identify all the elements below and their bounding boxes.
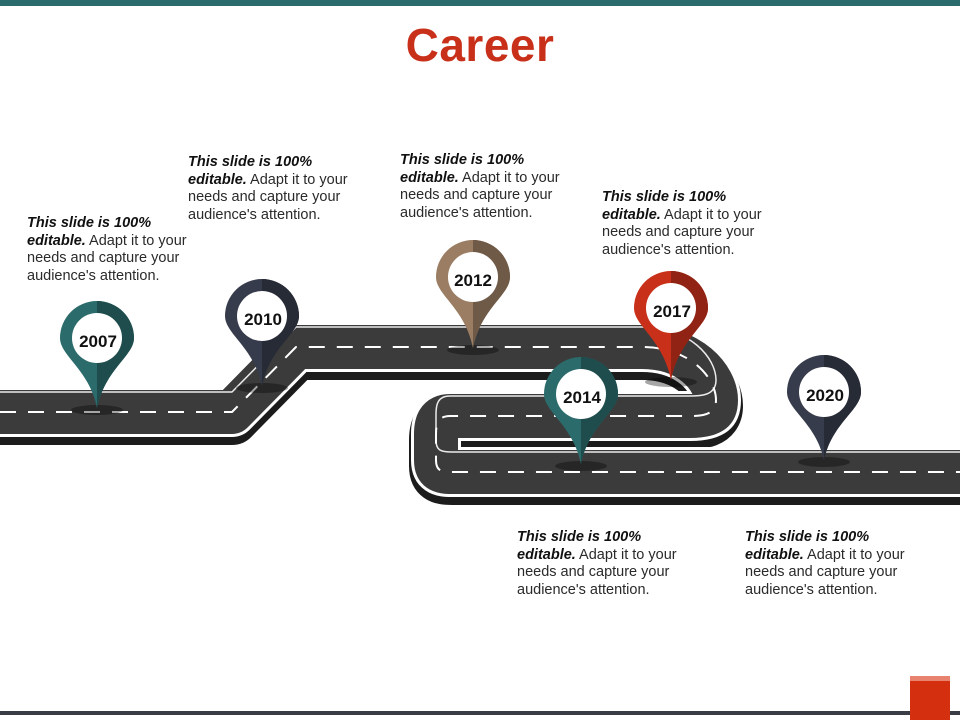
slide-title: Career <box>405 19 555 71</box>
milestone-note-2014: This slide is 100% editable. Adapt it to… <box>517 529 677 598</box>
location-pin-icon <box>225 279 299 386</box>
milestone-note-2012: This slide is 100% editable. Adapt it to… <box>400 152 560 221</box>
location-pin-icon <box>544 357 618 464</box>
bottom-divider <box>0 711 960 715</box>
milestone-note-2007: This slide is 100% editable. Adapt it to… <box>27 215 187 284</box>
year-label-2012: 2012 <box>454 271 492 290</box>
corner-accent-block <box>910 676 950 720</box>
location-pin-icon <box>634 271 708 380</box>
milestone-note-2020: This slide is 100% editable. Adapt it to… <box>745 529 905 598</box>
milestone-note-2010: This slide is 100% editable. Adapt it to… <box>188 154 348 223</box>
pin-label-circle <box>72 313 122 363</box>
pin-label-circle <box>646 283 696 333</box>
location-pin-icon <box>436 240 510 348</box>
road-dashes <box>0 346 960 473</box>
pin-label-circle <box>556 369 606 419</box>
pin-label-circle <box>237 291 287 341</box>
pin-label-circle <box>799 367 849 417</box>
year-label-2010: 2010 <box>244 310 282 329</box>
location-pin-icon <box>60 301 134 408</box>
location-pin-icon <box>787 355 861 460</box>
pin-label-circle <box>448 252 498 302</box>
year-label-2007: 2007 <box>79 332 117 351</box>
top-accent-bar <box>0 0 960 6</box>
milestone-note-2017: This slide is 100% editable. Adapt it to… <box>602 189 762 258</box>
year-label-2014: 2014 <box>563 388 601 407</box>
year-label-2020: 2020 <box>806 386 844 405</box>
year-label-2017: 2017 <box>653 302 691 321</box>
